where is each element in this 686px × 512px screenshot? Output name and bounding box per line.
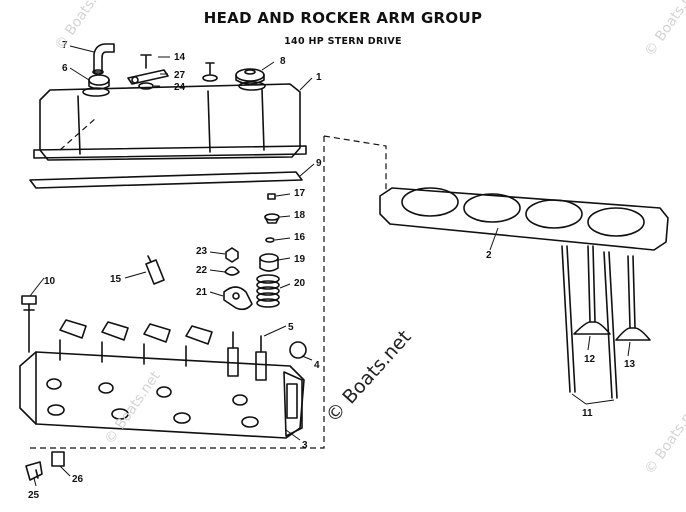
dashed-leader <box>30 117 387 449</box>
valve-lock[interactable] <box>267 193 276 200</box>
callout-9: 9 <box>316 158 322 169</box>
callout-12: 12 <box>584 354 596 365</box>
rocker-nut[interactable] <box>225 247 239 263</box>
rocker-stud[interactable] <box>227 331 267 381</box>
oil-seal[interactable] <box>265 237 275 243</box>
diagram-title: HEAD AND ROCKER ARM GROUP <box>203 9 483 27</box>
callout-26: 26 <box>72 474 84 485</box>
rocker-arm[interactable] <box>223 286 253 311</box>
callout-10: 10 <box>44 276 56 287</box>
callout-15: 15 <box>110 274 122 285</box>
callout-24: 24 <box>174 82 186 93</box>
rocker-ball[interactable] <box>224 266 240 276</box>
pushrod[interactable] <box>561 245 618 399</box>
temperature-sender[interactable] <box>145 255 165 285</box>
fitting[interactable] <box>51 451 65 467</box>
callout-21: 21 <box>196 287 208 298</box>
callout-25: 25 <box>28 490 40 501</box>
washer[interactable] <box>138 74 218 90</box>
callout-22: 22 <box>196 265 208 276</box>
callout-19: 19 <box>294 254 306 265</box>
valve-cover-gasket[interactable] <box>29 171 303 189</box>
callout-2: 2 <box>486 250 492 261</box>
callout-11: 11 <box>582 408 593 419</box>
exhaust-valve[interactable] <box>615 255 651 341</box>
callout-23: 23 <box>196 246 208 257</box>
head-bolt[interactable] <box>21 295 37 353</box>
bracket[interactable] <box>127 69 169 85</box>
callout-16: 16 <box>294 232 306 243</box>
intake-valve[interactable] <box>573 245 611 335</box>
leader-lines <box>29 45 631 487</box>
callout-3: 3 <box>302 440 308 451</box>
drain-plug[interactable] <box>25 461 43 481</box>
callout-6: 6 <box>62 63 68 74</box>
pcv-elbow[interactable] <box>92 43 115 75</box>
callout-27: 27 <box>174 70 186 81</box>
callout-4: 4 <box>314 360 320 371</box>
head-gasket[interactable] <box>379 187 669 251</box>
valve-cover[interactable] <box>33 81 307 161</box>
callout-17: 17 <box>294 188 306 199</box>
oil-fill-cap[interactable] <box>235 68 265 85</box>
callout-14: 14 <box>174 52 186 63</box>
callout-13: 13 <box>624 359 636 370</box>
callout-20: 20 <box>294 278 306 289</box>
grommet[interactable] <box>88 74 110 90</box>
callout-7: 7 <box>62 40 68 51</box>
expansion-plug[interactable] <box>289 341 307 359</box>
spring-shield[interactable] <box>259 253 279 272</box>
callout-1: 1 <box>316 72 322 83</box>
callout-18: 18 <box>294 210 306 221</box>
callout-8: 8 <box>280 56 286 67</box>
diagram-subtitle: 140 HP STERN DRIVE <box>284 36 402 47</box>
valve-spring[interactable] <box>256 274 280 308</box>
callout-5: 5 <box>288 322 294 333</box>
bolt-14[interactable] <box>140 54 215 75</box>
spring-retainer[interactable] <box>264 213 280 224</box>
cylinder-head[interactable] <box>19 319 305 439</box>
